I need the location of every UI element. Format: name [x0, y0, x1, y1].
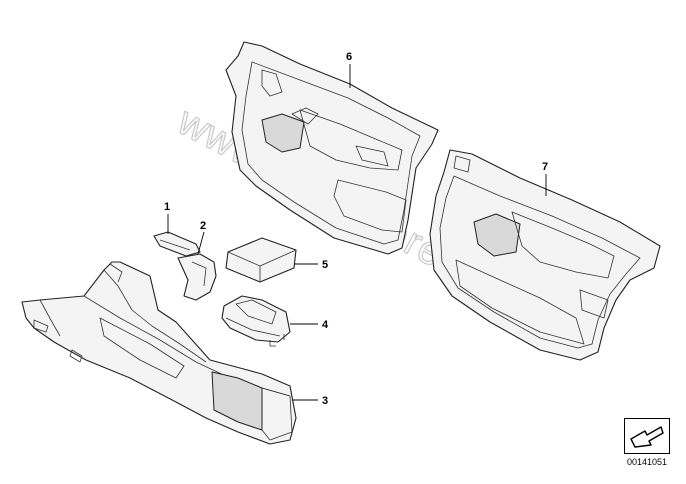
callout-5: 5: [322, 259, 328, 271]
part-3-centre-console: [21, 261, 297, 445]
callout-7: 7: [542, 161, 548, 173]
reference-number: 00141051: [626, 457, 668, 467]
part-5-lid: [225, 237, 297, 283]
callout-4: 4: [322, 319, 329, 331]
leader-2: [197, 231, 205, 255]
arrow-turn-icon: [630, 426, 664, 448]
part-1-handle: [153, 231, 201, 257]
part-6-front-door-trim: [225, 41, 439, 255]
callout-2: 2: [200, 220, 206, 232]
callout-6: 6: [346, 51, 352, 63]
callout-1: 1: [164, 201, 170, 213]
part-2-cover: [177, 253, 217, 301]
reference-icon-box: [624, 418, 670, 454]
callout-3: 3: [322, 395, 328, 407]
part-7-rear-door-trim: [429, 149, 661, 361]
part-4-armrest: [221, 295, 291, 347]
